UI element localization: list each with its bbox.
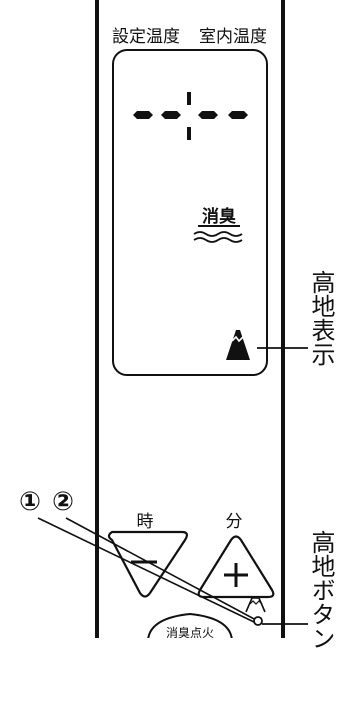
altitude-button[interactable] (253, 616, 263, 626)
minute-label: 分 (226, 512, 243, 532)
temperature-dashes (133, 92, 248, 140)
step-two-pointer (65, 517, 257, 621)
dash-segment (228, 111, 248, 119)
mountain-outline-icon (245, 597, 266, 613)
crop-mask (90, 638, 290, 711)
altitude-display-callout: 高地表示 (307, 270, 335, 366)
dash-segment (133, 111, 153, 119)
dash-segment (198, 111, 218, 119)
plus-button[interactable] (197, 535, 275, 599)
minus-button[interactable] (107, 530, 189, 598)
room-temp-label: 室内温度 (199, 27, 267, 47)
deodorize-ignite-button[interactable]: 消臭点火 (147, 612, 233, 641)
deodorize-display-label: 消臭 (202, 206, 236, 227)
separator-tick (187, 127, 191, 140)
step-one-pointer (37, 517, 255, 623)
mountain-icon (226, 330, 250, 360)
separator-tick (187, 92, 191, 105)
set-temp-label: 設定温度 (112, 27, 180, 47)
dash-segment (161, 111, 181, 119)
step-one-marker: ① (19, 487, 41, 517)
deodorize-ignite-label: 消臭点火 (166, 625, 214, 640)
wave-icon (193, 231, 243, 243)
altitude-button-callout: 高地ボタン (307, 530, 335, 650)
hour-label: 時 (137, 512, 154, 532)
lcd-display (112, 49, 268, 376)
step-two-marker: ② (52, 487, 74, 517)
